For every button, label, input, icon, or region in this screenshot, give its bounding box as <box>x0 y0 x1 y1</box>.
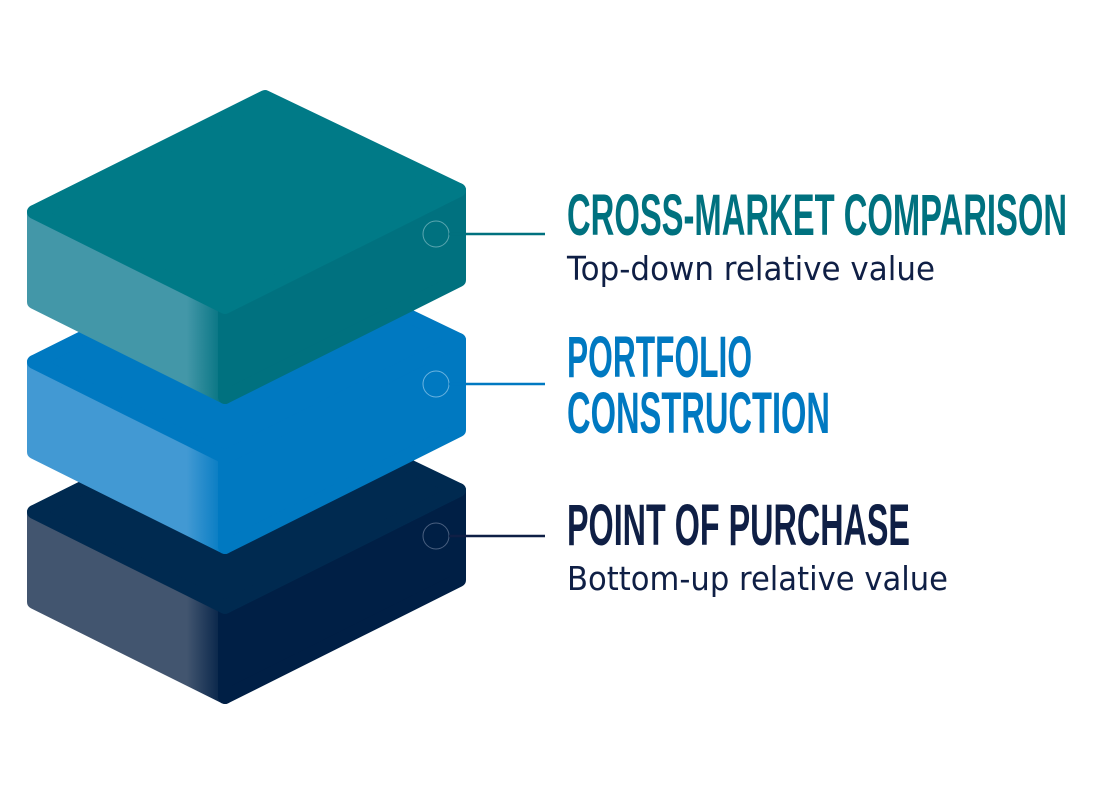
layer-title-point-of-purchase: POINT OF PURCHASE <box>567 493 910 558</box>
slab-top-face <box>27 90 466 314</box>
layer-subtitle-point-of-purchase: Bottom-up relative value <box>567 559 948 598</box>
layer-title-cross-market: CROSS-MARKET COMPARISON <box>567 183 1067 248</box>
slab-cross-market-comparison <box>27 90 466 404</box>
connector-portfolio <box>422 370 545 398</box>
layer-title-portfolio-line2: CONSTRUCTION <box>567 381 830 446</box>
connector-cross-market <box>422 220 545 248</box>
connector-point-of-purchase <box>422 522 545 550</box>
layer-title-portfolio-line1: PORTFOLIO <box>567 325 752 390</box>
layer-subtitle-cross-market: Top-down relative value <box>566 249 935 288</box>
